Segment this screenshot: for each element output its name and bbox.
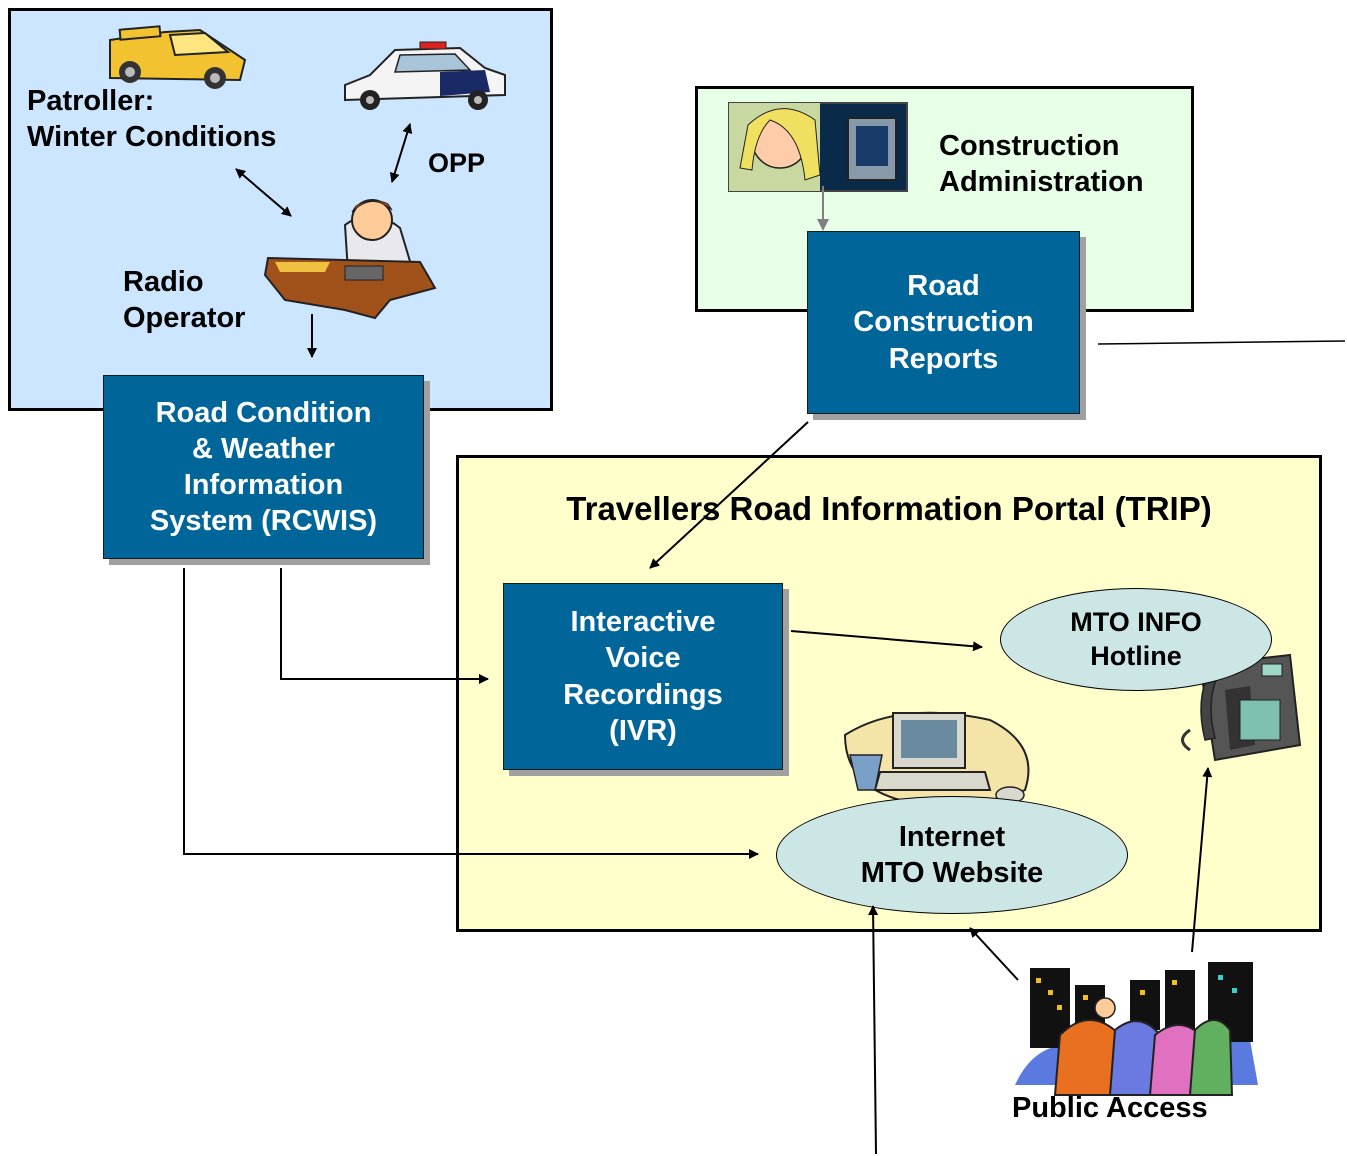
police-car-icon (344, 41, 506, 110)
reports-external-line (1097, 340, 1346, 345)
public-people-city-icon (1015, 962, 1258, 1096)
opp-label: OPP (428, 148, 486, 178)
construction-admin-label: Construction Administration (939, 130, 1144, 199)
opp-operator-link (389, 123, 413, 183)
rcwis-to-website-arrow (183, 568, 759, 859)
trip-title: Travellers Road Information Portal (TRIP… (566, 490, 1212, 527)
road-construction-reports-label: Road Construction Reports (853, 270, 1034, 375)
rcwis-label: Road Condition & Weather Information Sys… (149, 396, 378, 538)
patroller-operator-link (235, 168, 292, 217)
telephone-icon (1181, 653, 1302, 762)
external-to-website-arrow (868, 905, 879, 1155)
mto-website-ellipse: Internet MTO Website (776, 796, 1128, 914)
rcwis-to-ivr-arrow (280, 568, 489, 684)
road-construction-reports-box: Road Construction Reports (807, 231, 1080, 414)
mto-website-label: Internet MTO Website (860, 820, 1044, 889)
ivr-label: Interactive Voice Recordings (IVR) (563, 606, 723, 747)
public-to-website-arrow (969, 927, 1019, 981)
radio-operator-icon (263, 199, 437, 320)
reports-to-ivr-arrow (649, 421, 809, 569)
patroller-label: Patroller: Winter Conditions (27, 85, 277, 154)
mto-info-hotline-ellipse: MTO INFO Hotline (1000, 588, 1272, 691)
mto-info-hotline-label: MTO INFO Hotline (1070, 606, 1202, 671)
ivr-box: Interactive Voice Recordings (IVR) (503, 583, 783, 770)
computer-icon (843, 711, 1030, 805)
rcwis-box: Road Condition & Weather Information Sys… (103, 375, 424, 559)
admin-woman-computer-icon (728, 102, 908, 192)
ivr-to-hotline-arrow (790, 630, 983, 652)
truck-icon (109, 25, 247, 89)
public-access-label: Public Access (1012, 1092, 1208, 1124)
public-to-phone-arrow (1191, 767, 1213, 953)
radio-operator-label: Radio Operator (123, 266, 246, 335)
